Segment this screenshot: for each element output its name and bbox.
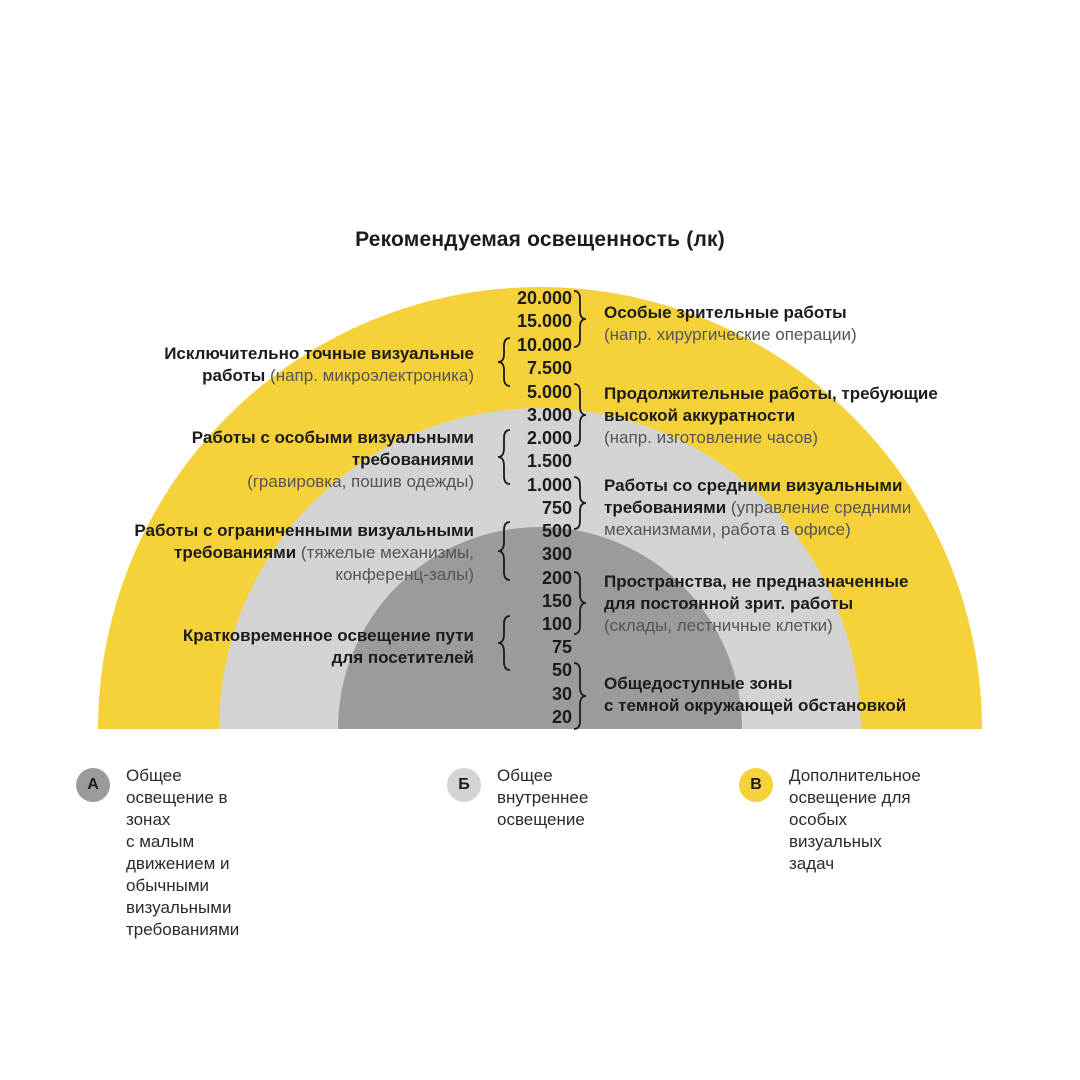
label-note: (тяжелые механизмы,конференц-залы): [300, 543, 474, 584]
label-bold: Исключительно точные визуальные: [164, 344, 474, 363]
zone-a-arc: [338, 527, 742, 729]
lux-value: 200: [541, 568, 572, 588]
label-note: (гравировка, пошив одежды): [247, 472, 474, 491]
label-exceptionally-precise: Исключительно точные визуальные работы (…: [164, 343, 474, 387]
label-bold: Работы с ограниченными визуальными: [134, 521, 474, 540]
brace-right-icon: [573, 383, 587, 447]
label-non-permanent-spaces: Пространства, не предназначенные для пос…: [604, 571, 908, 637]
brace-right-icon: [573, 571, 587, 635]
label-special-visual-work: Особые зрительные работы (напр. хирургич…: [604, 302, 857, 346]
label-bold: работы: [202, 366, 266, 385]
label-bold: для посетителей: [331, 648, 474, 667]
label-bold: Работы с особыми визуальными: [191, 428, 474, 447]
label-bold: высокой аккуратности: [604, 406, 796, 425]
label-bold: Работы со средними визуальными: [604, 476, 903, 495]
label-long-precise-work: Продолжительные работы, требующие высоко…: [604, 383, 938, 449]
label-bold: требованиями: [604, 498, 727, 517]
brace-right-icon: [573, 290, 587, 348]
brace-left-icon: [497, 521, 511, 581]
lux-value: 2.000: [526, 428, 572, 448]
lux-value: 100: [541, 614, 572, 634]
label-bold: Пространства, не предназначенные: [604, 572, 909, 591]
brace-right-icon: [573, 662, 587, 730]
lux-value: 750: [541, 498, 572, 518]
lux-value: 50: [551, 660, 572, 680]
label-bold: с темной окружающей обстановкой: [604, 696, 907, 715]
lux-value: 300: [541, 544, 572, 564]
lux-value: 75: [551, 637, 572, 657]
lux-value: 1.000: [526, 475, 572, 495]
label-public-areas: Общедоступные зоны с темной окружающей о…: [604, 673, 906, 717]
label-bold: Общедоступные зоны: [604, 674, 793, 693]
diagram-title: Рекомендуемая освещенность (лк): [355, 228, 725, 251]
lux-value: 1.500: [526, 451, 572, 471]
lux-value: 30: [551, 684, 572, 704]
brace-left-icon: [497, 429, 511, 485]
brace-left-icon: [497, 337, 511, 387]
label-note: (напр. микроэлектроника): [270, 366, 474, 385]
label-bold: для постоянной зрит. работы: [604, 594, 854, 613]
brace-left-icon: [497, 615, 511, 671]
label-bold: Кратковременное освещение пути: [182, 626, 474, 645]
lux-value: 5.000: [526, 382, 572, 402]
label-note: (напр. изготовление часов): [604, 428, 819, 447]
lux-value: 3.000: [526, 405, 572, 425]
label-medium-visual: Работы со средними визуальными требовани…: [604, 475, 911, 541]
legend-text-c: Дополнительное освещение для особых визу…: [789, 766, 921, 873]
lux-value: 20: [551, 707, 572, 727]
lux-value: 7.500: [526, 358, 572, 378]
legend-badge-a: А: [76, 768, 110, 802]
label-bold: Особые зрительные работы: [604, 303, 847, 322]
lux-value: 15.000: [516, 311, 572, 331]
lux-value: 20.000: [516, 288, 572, 308]
label-special-visual: Работы с особыми визуальными требованиям…: [192, 427, 474, 493]
label-bold: Продолжительные работы, требующие: [604, 384, 938, 403]
label-bold: требованиями: [351, 450, 474, 469]
brace-right-icon: [573, 476, 587, 530]
legend-text-b: Общее внутреннее освещение: [497, 766, 589, 829]
legend-badge-b: Б: [447, 768, 481, 802]
label-note: (напр. хирургические операции): [604, 325, 857, 344]
label-visitor-path: Кратковременное освещение пути для посет…: [183, 625, 474, 669]
lux-value: 500: [541, 521, 572, 541]
label-note: (склады, лестничные клетки): [604, 616, 833, 635]
lux-value: 150: [541, 591, 572, 611]
label-limited-visual: Работы с ограниченными визуальными требо…: [134, 520, 474, 586]
legend-text-a: Общее освещение в зонах с малым движение…: [126, 766, 240, 939]
label-bold: требованиями: [174, 543, 297, 562]
lux-value: 10.000: [516, 335, 572, 355]
legend-badge-c: В: [739, 768, 773, 802]
